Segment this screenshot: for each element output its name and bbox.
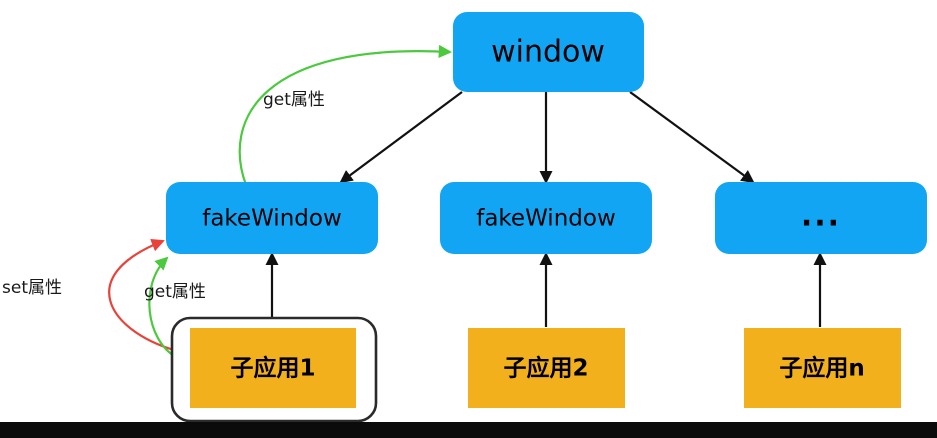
node-app-n[interactable]: 子应用n xyxy=(744,328,901,408)
node-app-2-label: 子应用2 xyxy=(503,355,588,382)
edge-get-property-app-to-proxy xyxy=(148,256,177,358)
node-fakewindow-2-box[interactable] xyxy=(440,182,652,254)
node-ellipsis-label: ... xyxy=(801,199,841,234)
node-app-2-box[interactable] xyxy=(468,328,625,408)
node-window-label: window xyxy=(491,35,605,70)
bottom-black-bar xyxy=(0,422,937,438)
edge-label-set-property: set属性 xyxy=(2,278,62,298)
edge-label-get-property-top: get属性 xyxy=(263,90,325,110)
node-ellipsis-box[interactable] xyxy=(715,182,927,254)
node-fakewindow-1[interactable]: fakeWindow xyxy=(166,182,378,254)
node-app-2[interactable]: 子应用2 xyxy=(468,328,625,408)
edge-set-property-app-to-proxy xyxy=(108,238,175,352)
node-app-1[interactable]: 子应用1 xyxy=(190,328,356,408)
edge-label-get-property-left: get属性 xyxy=(144,282,206,302)
node-ellipsis[interactable]: ... xyxy=(715,182,927,254)
node-fakewindow-1-box[interactable] xyxy=(166,182,378,254)
node-fakewindow-2-label: fakeWindow xyxy=(476,206,616,232)
edge-window-to-ellipsis xyxy=(629,91,755,184)
node-app-1-label: 子应用1 xyxy=(230,355,315,382)
node-fakewindow-2[interactable]: fakeWindow xyxy=(440,182,652,254)
node-app-1-box[interactable] xyxy=(190,328,356,408)
node-window[interactable]: window xyxy=(453,12,644,92)
node-app-n-box[interactable] xyxy=(744,328,901,408)
node-window-box[interactable] xyxy=(453,12,644,92)
edge-window-to-fakewindow-1 xyxy=(339,91,463,184)
node-fakewindow-1-label: fakeWindow xyxy=(202,206,342,232)
edge-get-property-proxy-to-window xyxy=(238,44,452,186)
node-app-n-label: 子应用n xyxy=(779,355,864,382)
